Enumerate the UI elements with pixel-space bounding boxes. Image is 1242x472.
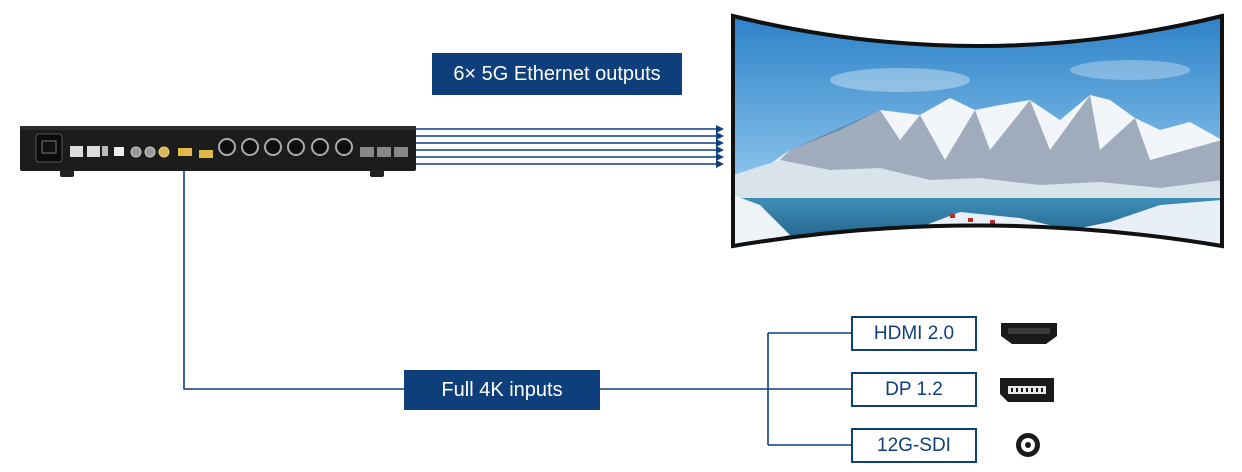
displayport-icon — [1000, 378, 1054, 402]
hdmi-port-icon — [1001, 323, 1057, 344]
device-rear-panel — [20, 126, 416, 177]
input-type-dp: DP 1.2 — [851, 372, 977, 407]
outputs-label: 6× 5G Ethernet outputs — [432, 53, 682, 95]
input-type-hdmi: HDMI 2.0 — [851, 316, 977, 351]
inputs-label: Full 4K inputs — [404, 370, 600, 410]
input-type-sdi: 12G-SDI — [851, 428, 977, 463]
bnc-connector-icon — [1016, 433, 1040, 457]
